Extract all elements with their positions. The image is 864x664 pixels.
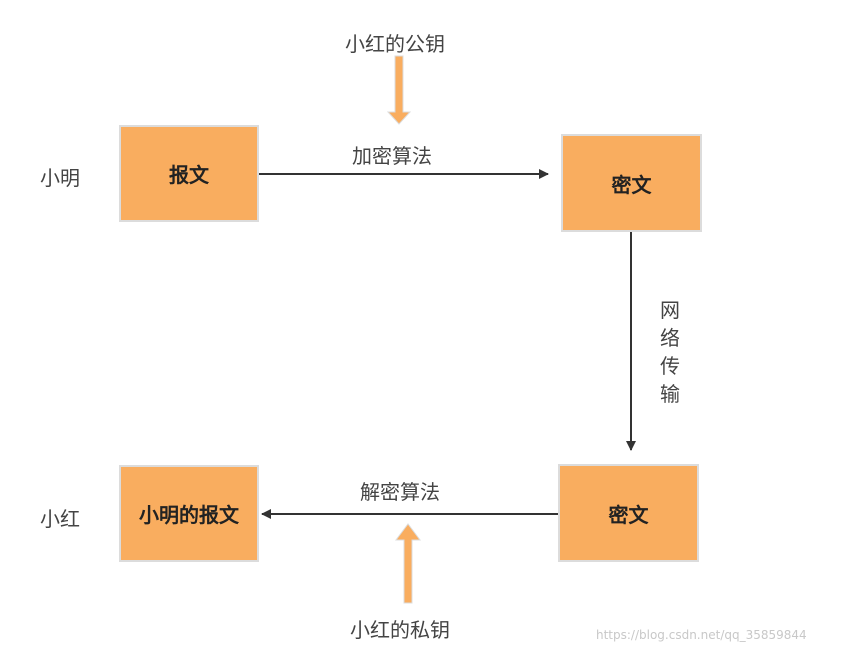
transmit-char: 络: [660, 326, 680, 350]
private-key-arrow: [395, 523, 421, 604]
watermark: https://blog.csdn.net/qq_35859844: [596, 628, 807, 642]
plaintext-box-label: 报文: [169, 163, 209, 187]
transmit-char: 传: [660, 354, 680, 378]
decrypt-algorithm-label: 解密算法: [360, 480, 440, 504]
ciphertext-box-bottom: 密文: [558, 464, 699, 562]
network-transmit-label: 网 络 传 输: [658, 296, 682, 408]
private-key-label: 小红的私钥: [350, 618, 450, 642]
transmit-char: 网: [660, 298, 680, 322]
public-key-label: 小红的公钥: [345, 32, 445, 56]
encrypt-algorithm-label: 加密算法: [352, 144, 432, 168]
ciphertext-box-bottom-label: 密文: [608, 502, 649, 527]
ciphertext-box-top-label: 密文: [611, 172, 652, 197]
transmit-char: 输: [660, 382, 680, 406]
sender-label: 小明: [40, 166, 80, 190]
plaintext-box: 报文: [119, 125, 259, 222]
public-key-arrow: [386, 55, 412, 125]
receiver-label: 小红: [40, 507, 80, 531]
decrypted-message-box-label: 小明的报文: [139, 503, 239, 527]
ciphertext-box-top: 密文: [561, 134, 702, 232]
decrypted-message-box: 小明的报文: [119, 465, 259, 562]
